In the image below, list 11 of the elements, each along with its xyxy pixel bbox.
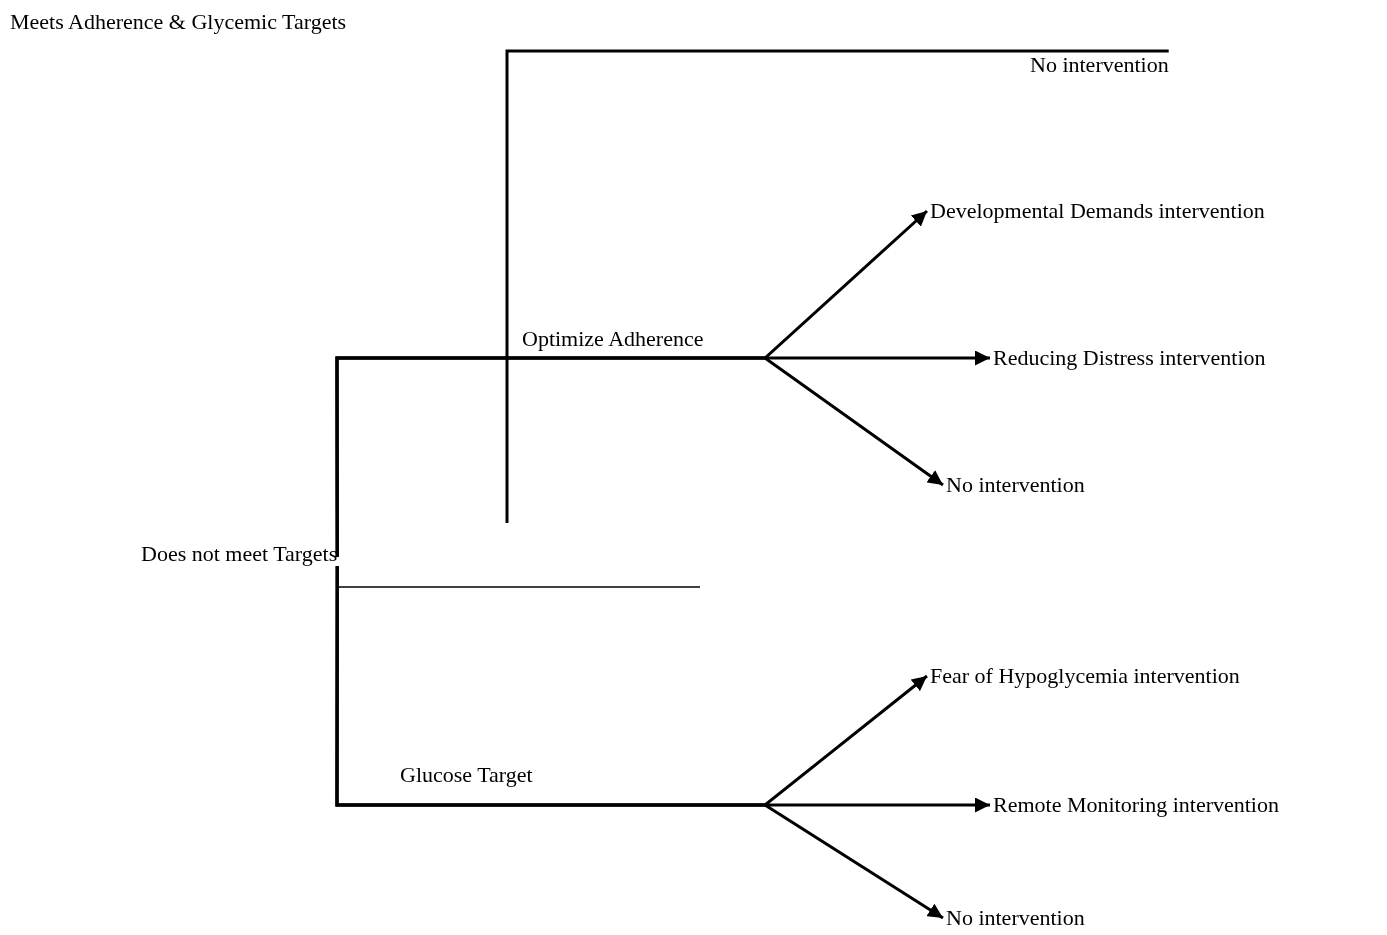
outcome-label: No intervention — [946, 904, 1085, 932]
category-label: Does not meet Targets — [141, 540, 338, 568]
outcome-label: No intervention — [946, 471, 1085, 499]
connector-line — [505, 49, 1169, 523]
outcome-label: No intervention — [1030, 51, 1169, 79]
outcome-label: Developmental Demands intervention — [930, 197, 1265, 225]
category-label: Meets Adherence & Glycemic Targets — [10, 8, 347, 36]
outcome-label: Remote Monitoring intervention — [993, 791, 1279, 819]
outcome-label: Reducing Distress intervention — [993, 344, 1266, 372]
outcome-label: Fear of Hypoglycemia intervention — [930, 662, 1240, 690]
arrow — [335, 566, 944, 920]
